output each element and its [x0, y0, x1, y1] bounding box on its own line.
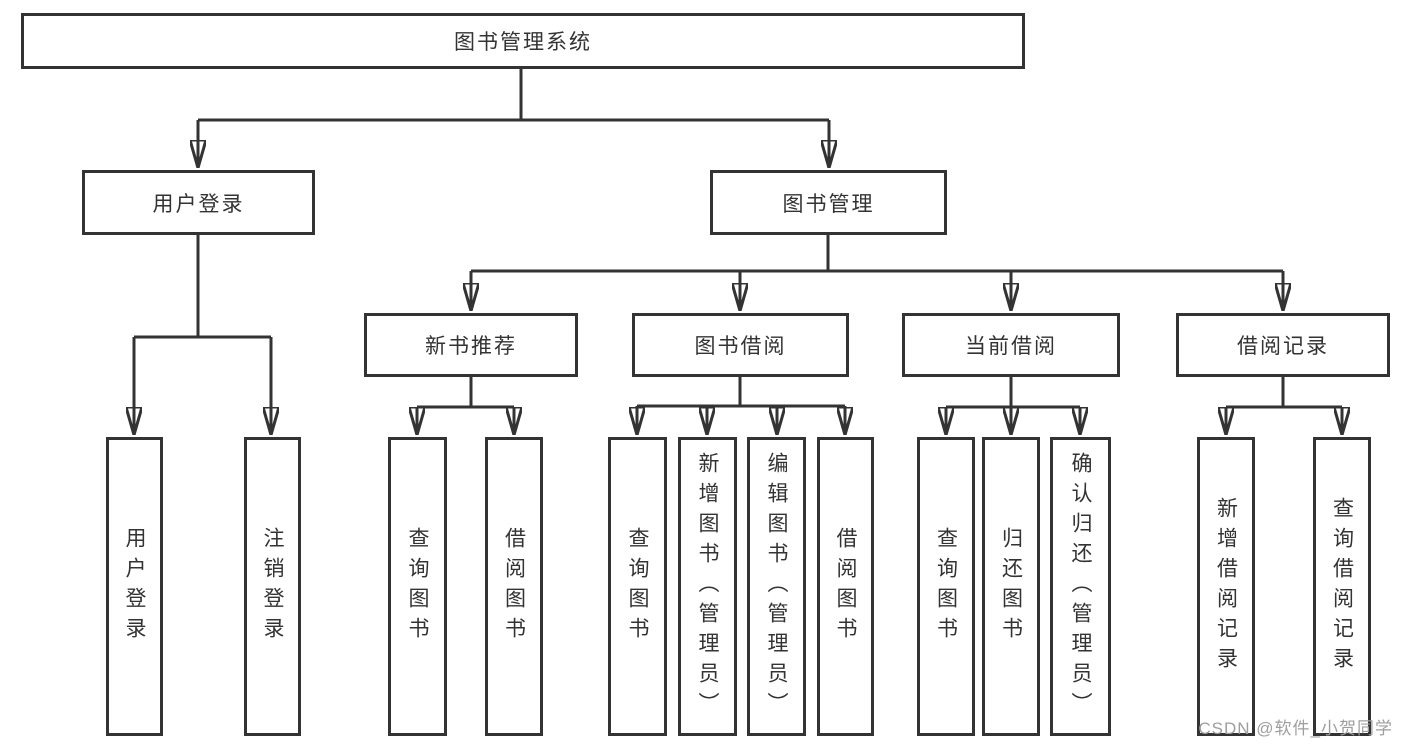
- leaf-query-books-recommend-label: 查询图书: [406, 526, 429, 647]
- leaf-query-borrow-record: 查询借阅记录: [1313, 437, 1371, 736]
- node-book-borrow: 图书借阅: [632, 313, 849, 377]
- leaf-query-borrow-record-label: 查询借阅记录: [1330, 496, 1354, 677]
- node-root-label: 图书管理系统: [454, 31, 592, 54]
- node-borrow-records: 借阅记录: [1176, 313, 1390, 377]
- csdn-watermark: CSDN @软件_小贺同学: [1198, 719, 1393, 738]
- node-book-management-label: 图书管理: [782, 192, 875, 216]
- node-user-login: 用户登录: [82, 170, 315, 235]
- leaf-confirm-return-admin: 确认归还（管理员）: [1050, 437, 1111, 736]
- leaf-borrow-books-recommend: 借阅图书: [485, 437, 543, 736]
- node-book-borrow-label: 图书借阅: [694, 335, 787, 358]
- node-user-login-label: 用户登录: [152, 192, 245, 216]
- node-current-borrow: 当前借阅: [902, 313, 1120, 377]
- leaf-query-books-recommend: 查询图书: [388, 437, 447, 736]
- leaf-query-books-current-label: 查询图书: [934, 526, 958, 647]
- node-borrow-records-label: 借阅记录: [1237, 335, 1329, 358]
- leaf-connectors: [417, 377, 1342, 435]
- leaf-return-books: 归还图书: [982, 437, 1040, 736]
- node-current-borrow-label: 当前借阅: [965, 335, 1057, 358]
- leaf-edit-books-admin-label: 编辑图书（管理员）: [765, 451, 788, 722]
- leaf-user-login-label: 用户登录: [123, 526, 146, 647]
- leaf-query-books-current: 查询图书: [917, 437, 975, 736]
- leaf-add-borrow-record: 新增借阅记录: [1197, 437, 1255, 736]
- leaf-query-books-borrow: 查询图书: [608, 437, 667, 736]
- node-new-book-recommend: 新书推荐: [364, 313, 578, 377]
- leaf-add-books-admin-label: 新增图书（管理员）: [696, 451, 719, 722]
- node-root: 图书管理系统: [21, 13, 1025, 69]
- leaf-edit-books-admin: 编辑图书（管理员）: [747, 437, 806, 736]
- trunk-connectors: [134, 69, 1283, 435]
- leaf-borrow-books-recommend-label: 借阅图书: [502, 526, 526, 647]
- leaf-add-borrow-record-label: 新增借阅记录: [1214, 496, 1238, 677]
- node-new-book-recommend-label: 新书推荐: [425, 335, 517, 358]
- leaf-borrow-books: 借阅图书: [817, 437, 874, 736]
- leaf-borrow-books-label: 借阅图书: [834, 526, 857, 647]
- leaf-user-login: 用户登录: [106, 437, 163, 736]
- leaf-return-books-label: 归还图书: [999, 526, 1023, 647]
- node-book-management: 图书管理: [710, 170, 947, 235]
- leaf-add-books-admin: 新增图书（管理员）: [678, 437, 737, 736]
- leaf-query-books-borrow-label: 查询图书: [626, 526, 649, 647]
- leaf-logout-label: 注销登录: [261, 526, 284, 647]
- leaf-confirm-return-admin-label: 确认归还（管理员）: [1069, 451, 1092, 722]
- leaf-logout: 注销登录: [244, 437, 301, 736]
